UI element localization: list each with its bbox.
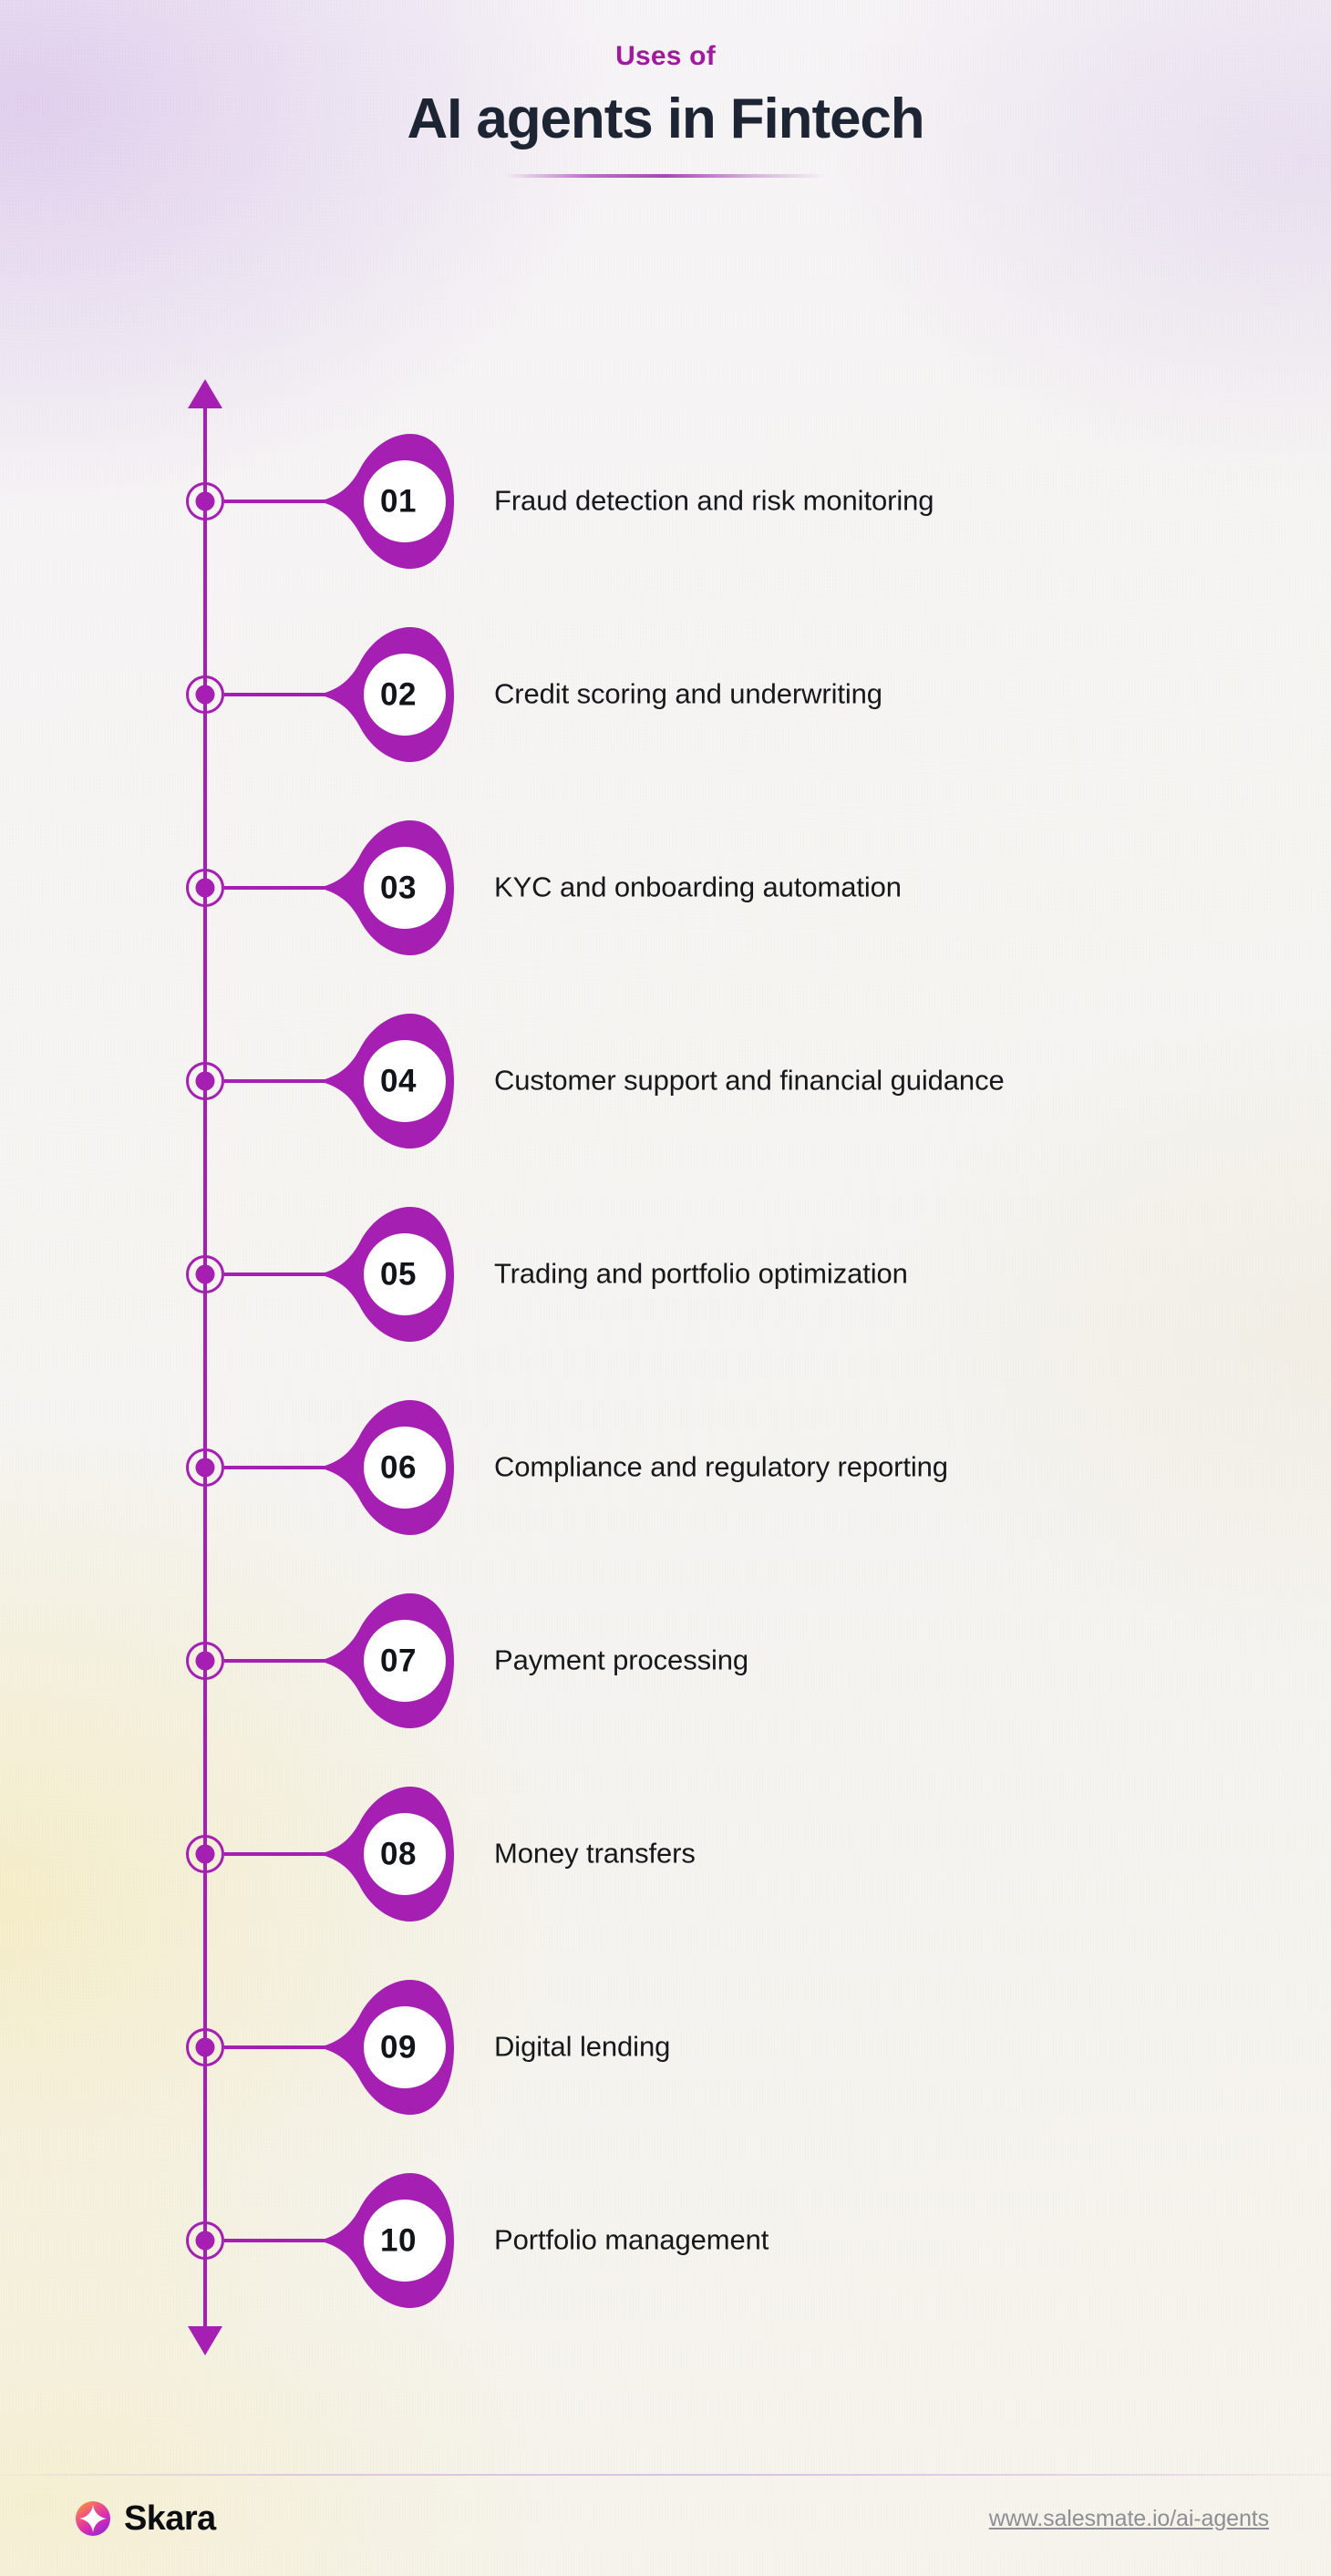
timeline-item: 10 Portfolio management [0,2144,1331,2337]
timeline-pin-marker: 04 [319,1008,454,1154]
timeline-item-number: 10 [380,2222,417,2259]
timeline-item-number: 04 [380,1063,417,1099]
arrow-up-icon [188,379,222,408]
timeline-item-label: Portfolio management [494,2223,769,2256]
timeline-item: 06 Compliance and regulatory reporting [0,1371,1331,1564]
page-header: Uses of AI agents in Fintech [0,0,1331,179]
timeline-item-label: KYC and onboarding automation [494,871,902,903]
timeline-item: 01 Fraud detection and risk monitoring [0,405,1331,598]
timeline-item-number: 08 [380,1836,417,1872]
timeline-node-ring [186,1448,224,1487]
timeline-connector [224,1079,328,1083]
timeline-item-label: Fraud detection and risk monitoring [494,484,934,517]
timeline-item-number: 01 [380,483,417,520]
timeline-node-ring [186,869,224,907]
arrow-down-icon [188,2326,222,2355]
timeline-spine [203,405,207,2326]
timeline-connector [224,886,328,890]
map-pin-icon [319,820,454,955]
timeline-node-dot [195,491,215,511]
map-pin-icon [319,1787,454,1922]
timeline-node-ring [186,1835,224,1873]
map-pin-icon [319,1207,454,1342]
timeline-node-ring [186,482,224,520]
timeline-pin-marker: 07 [319,1588,454,1734]
skara-sparkle-logo-icon [76,2501,110,2536]
timeline-connector [224,2239,328,2242]
page-footer: Skara www.salesmate.io/ai-agents [0,2476,1331,2576]
timeline-node-ring [186,2028,224,2066]
timeline-node-ring [186,1642,224,1680]
timeline-node-dot [195,878,215,898]
brand-name: Skara [124,2499,216,2538]
timeline-item-number: 03 [380,870,417,906]
timeline-item-label: Payment processing [494,1643,749,1676]
timeline-node-dot [195,1651,215,1671]
timeline-item-number: 09 [380,2029,417,2066]
timeline-connector [224,1273,328,1276]
map-pin-icon [319,627,454,762]
page-title: AI agents in Fintech [407,88,924,150]
timeline-node-ring [186,2221,224,2260]
timeline-node-dot [195,1458,215,1478]
map-pin-icon [319,2173,454,2308]
timeline-node-dot [195,2037,215,2057]
timeline-item: 07 Payment processing [0,1564,1331,1757]
timeline-item-label: Trading and portfolio optimization [494,1257,908,1290]
timeline-item: 05 Trading and portfolio optimization [0,1178,1331,1371]
timeline-item: 04 Customer support and financial guidanc… [0,984,1331,1178]
timeline-item-number: 05 [380,1256,417,1293]
eyebrow-text: Uses of [615,41,716,71]
timeline-pin-marker: 06 [319,1395,454,1540]
timeline-item: 08 Money transfers [0,1757,1331,1951]
timeline-item-label: Credit scoring and underwriting [494,677,882,710]
timeline-item-number: 07 [380,1643,417,1679]
timeline-item-label: Compliance and regulatory reporting [494,1450,948,1483]
timeline-node-dot [195,1844,215,1864]
timeline-node-ring [186,1255,224,1293]
timeline-pin-marker: 02 [319,622,454,768]
timeline-item-label: Customer support and financial guidance [494,1064,1005,1097]
map-pin-icon [319,1980,454,2115]
timeline-pin-marker: 10 [319,2168,454,2313]
timeline-item: 09 Digital lending [0,1951,1331,2144]
timeline-node-ring [186,675,224,714]
timeline-node-ring [186,1062,224,1100]
timeline-node-dot [195,1264,215,1284]
title-divider [505,174,826,179]
timeline-pin-marker: 09 [319,1974,454,2120]
timeline-pin-marker: 01 [319,428,454,574]
map-pin-icon [319,1014,454,1149]
footer-url-link[interactable]: www.salesmate.io/ai-agents [988,2505,1269,2531]
timeline-item-label: Money transfers [494,1837,696,1870]
timeline-node-dot [195,2231,215,2251]
timeline-node-dot [195,1071,215,1091]
timeline-item-label: Digital lending [494,2030,671,2063]
map-pin-icon [319,1593,454,1728]
footer-divider [0,2474,1331,2476]
timeline-item: 03 KYC and onboarding automation [0,791,1331,984]
brand-lockup[interactable]: Skara [75,2500,216,2537]
timeline-item-number: 06 [380,1449,417,1486]
timeline-connector [224,500,328,503]
timeline-pin-marker: 05 [319,1201,454,1347]
timeline-connector [224,2045,328,2049]
timeline-pin-marker: 08 [319,1781,454,1927]
timeline-node-dot [195,685,215,705]
timeline-pin-marker: 03 [319,815,454,961]
map-pin-icon [319,1400,454,1535]
map-pin-icon [319,434,454,569]
timeline-connector [224,1659,328,1663]
timeline-connector [224,1852,328,1856]
timeline-connector [224,1466,328,1469]
timeline-connector [224,693,328,696]
timeline-item-number: 02 [380,676,417,713]
timeline-item: 02 Credit scoring and underwriting [0,598,1331,791]
